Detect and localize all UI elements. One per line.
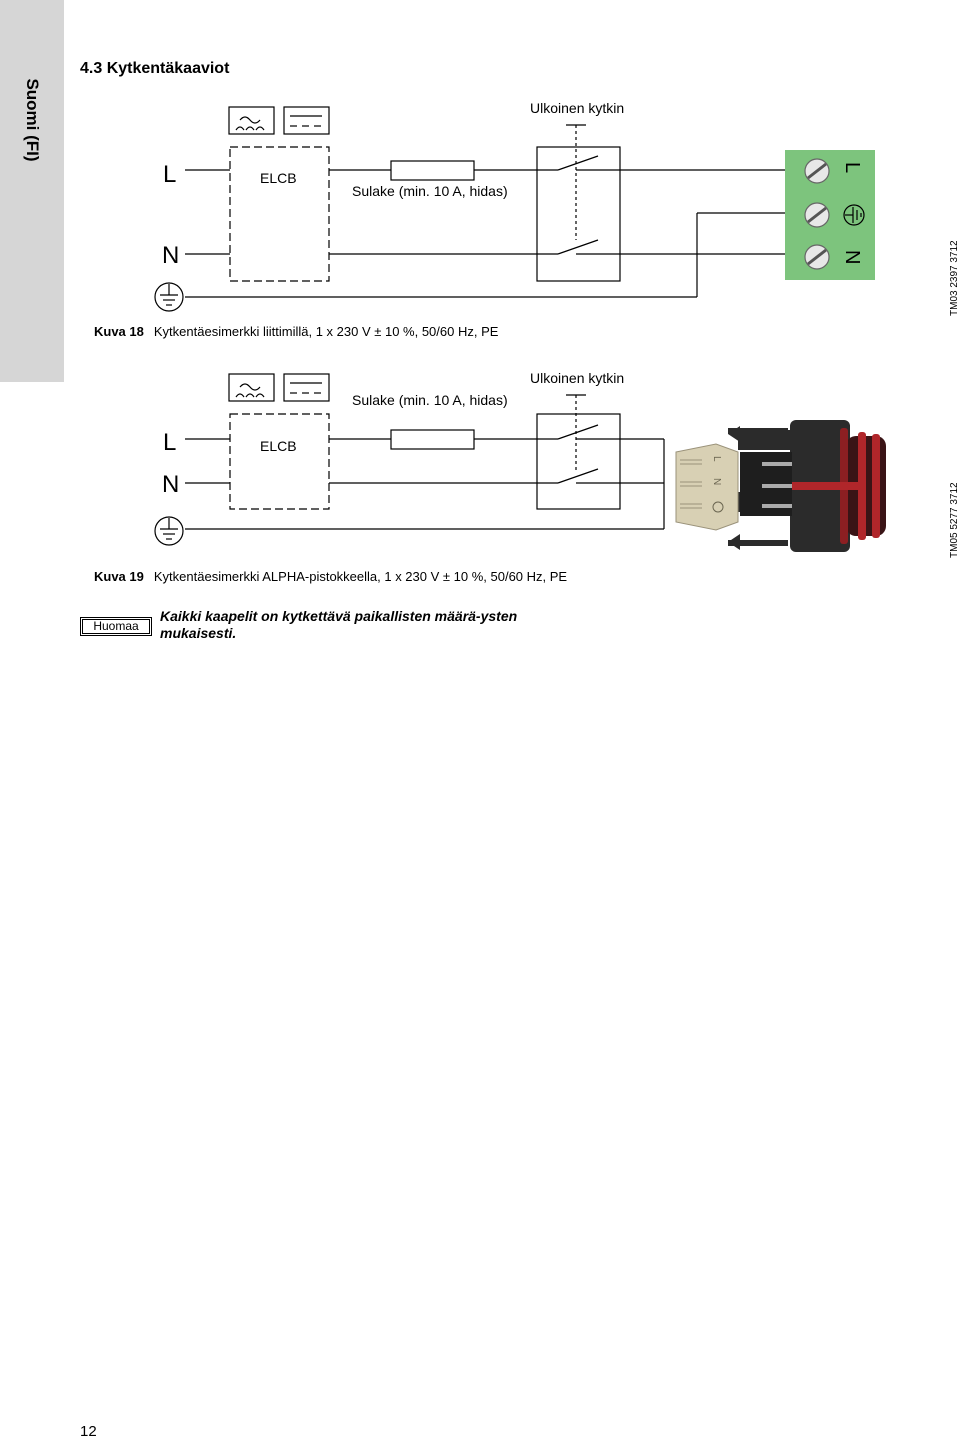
switch-contact-l xyxy=(557,155,599,171)
switch-box xyxy=(536,146,621,282)
figure-19-code: TM05 5277 3712 xyxy=(949,482,960,558)
figure-18-caption: Kuva 18 Kytkentäesimerkki liittimillä, 1 … xyxy=(94,324,498,339)
switch-label: Ulkoinen kytkin xyxy=(530,370,624,386)
terminal-L-label: L xyxy=(841,162,863,173)
wiring-diagram-terminals: L N ELCB Sulake (min. 10 A, hidas) Ulkoi… xyxy=(154,100,875,312)
alpha-plug-image: L N xyxy=(675,420,886,552)
elcb-box xyxy=(229,413,330,510)
terminal-earth-icon xyxy=(843,204,865,226)
line-L-label: L xyxy=(163,161,176,188)
language-side-tab: Suomi (FI) xyxy=(0,0,64,382)
line-L-label: L xyxy=(163,429,176,456)
figure-19-caption: Kuva 19 Kytkentäesimerkki ALPHA-pistokkee… xyxy=(94,569,567,584)
elcb-box xyxy=(229,146,330,282)
screw-icon xyxy=(804,244,830,270)
dc-symbol-box xyxy=(283,373,330,402)
plug-earth-icon xyxy=(712,501,724,513)
switch-label: Ulkoinen kytkin xyxy=(530,100,624,116)
switch-box xyxy=(536,413,621,510)
ac-symbol-box xyxy=(228,373,275,402)
switch-contact-n xyxy=(557,239,599,255)
fuse-symbol xyxy=(390,429,475,450)
note-text: Kaikki kaapelit on kytkettävä paikallist… xyxy=(160,608,518,641)
fuse-label: Sulake (min. 10 A, hidas) xyxy=(352,392,508,408)
figure-number: Kuva 18 xyxy=(94,324,144,339)
line-N-label: N xyxy=(162,242,179,269)
caption-text: Kytkentäesimerkki ALPHA-pistokkeella, 1 … xyxy=(153,569,568,584)
section-title: 4.3 Kytkentäkaaviot xyxy=(80,60,230,77)
figure-number: Kuva 19 xyxy=(94,569,144,584)
terminal-block: L N xyxy=(785,150,875,280)
terminal-N-label: N xyxy=(841,250,863,264)
page-number: 12 xyxy=(80,1423,97,1440)
ac-wave-icon xyxy=(239,116,261,124)
plug-N-label: N xyxy=(711,478,722,485)
caption-text: Kytkentäesimerkki liittimillä, 1 x 230 V… xyxy=(153,324,499,339)
fuse-symbol xyxy=(390,160,475,181)
elcb-label: ELCB xyxy=(260,438,297,454)
screw-icon xyxy=(804,158,830,184)
wiring-diagram-alpha-plug: L N ELCB Sulake (min. 10 A, hidas) Ulkoi… xyxy=(154,370,886,552)
dc-symbol-box xyxy=(283,106,330,135)
elcb-label: ELCB xyxy=(260,170,297,186)
line-N-label: N xyxy=(162,471,179,498)
note-label-box: Huomaa xyxy=(80,617,152,636)
plug-L-label: L xyxy=(711,456,722,462)
screw-icon xyxy=(804,202,830,228)
fuse-label: Sulake (min. 10 A, hidas) xyxy=(352,183,508,199)
earth-icon xyxy=(154,516,184,546)
earth-icon xyxy=(154,282,184,312)
ac-symbol-box xyxy=(228,106,275,135)
figure-18-code: TM03 2397 3712 xyxy=(949,240,960,316)
